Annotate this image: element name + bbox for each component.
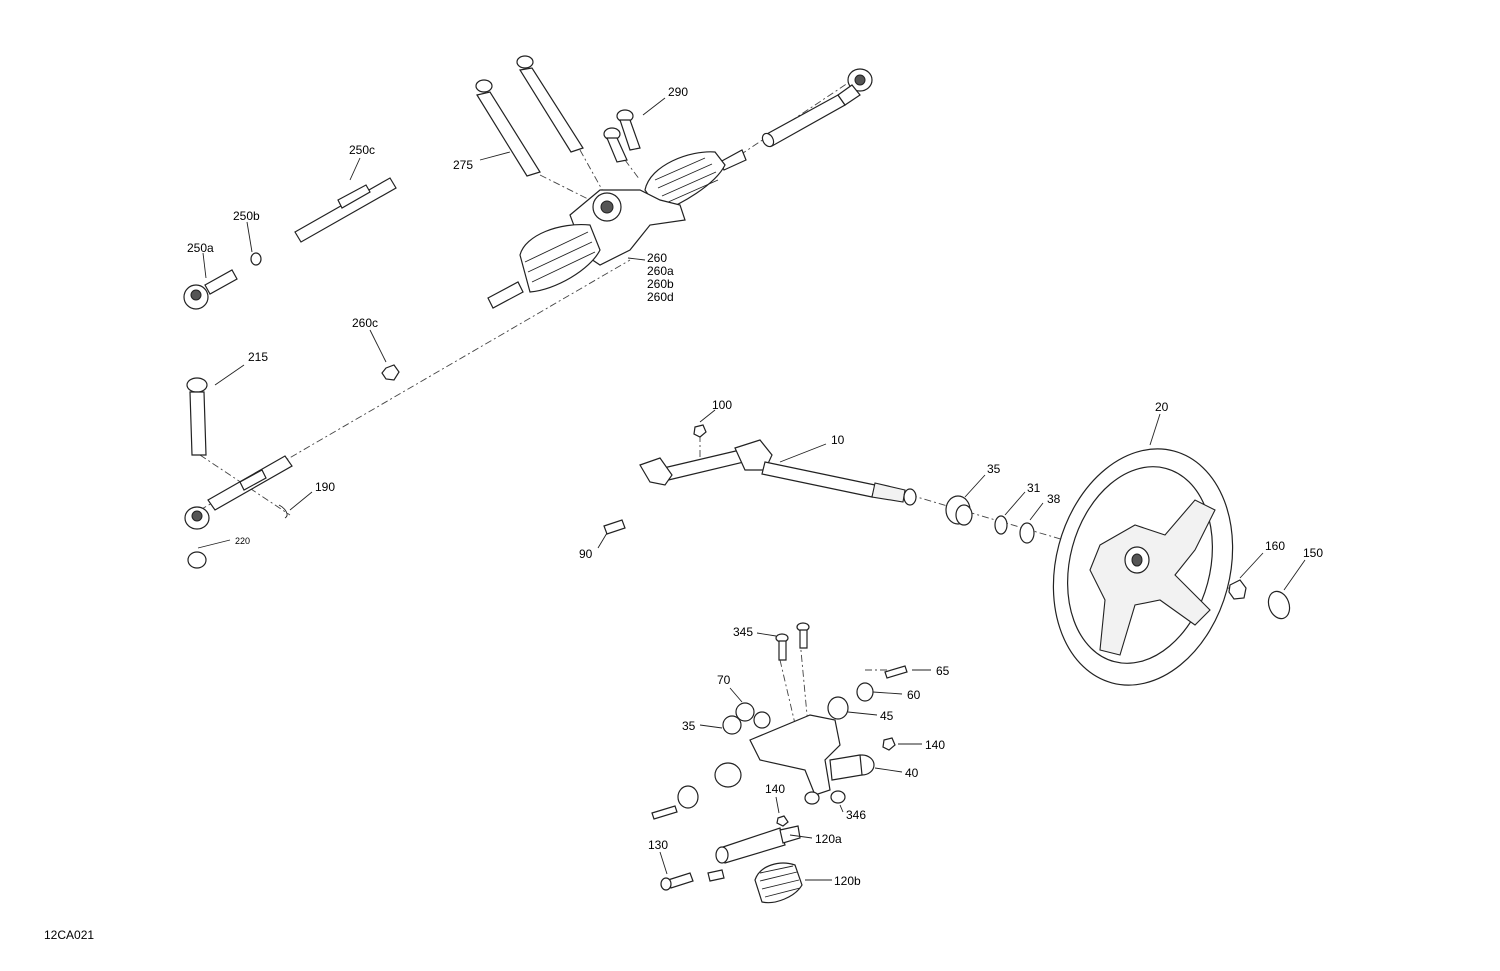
tie-rod-250 bbox=[183, 177, 397, 310]
steering-wheel-20 bbox=[1052, 448, 1291, 686]
callout-150: 150 bbox=[1303, 546, 1324, 560]
leader-lines bbox=[197, 97, 1306, 881]
column-bushings bbox=[945, 495, 1035, 544]
callout-160: 160 bbox=[1265, 539, 1286, 553]
callout-260-group: 260 260a 260b 260d bbox=[647, 252, 674, 304]
callout-20: 20 bbox=[1155, 400, 1169, 414]
callout-90: 90 bbox=[579, 547, 593, 561]
tie-rod-lower bbox=[184, 377, 293, 569]
callout-260c: 260c bbox=[352, 316, 379, 330]
callout-10: 10 bbox=[831, 433, 845, 447]
assembly-axes bbox=[199, 74, 1236, 801]
callout-45: 45 bbox=[880, 709, 894, 723]
callout-40: 40 bbox=[905, 766, 919, 780]
callout-250c: 250c bbox=[349, 143, 376, 157]
drawing-code: 12CA021 bbox=[44, 928, 95, 942]
callout-345: 345 bbox=[733, 625, 754, 639]
callout-120b: 120b bbox=[834, 874, 861, 888]
steering-rack bbox=[487, 68, 873, 309]
callout-260d: 260d bbox=[647, 290, 674, 304]
callout-70: 70 bbox=[717, 673, 731, 687]
callout-65: 65 bbox=[936, 664, 950, 678]
callout-220: 220 bbox=[235, 536, 251, 546]
callout-275: 275 bbox=[453, 158, 474, 172]
callout-140-lower: 140 bbox=[765, 782, 786, 796]
callout-140-right: 140 bbox=[925, 738, 946, 752]
callout-260: 260 bbox=[647, 251, 668, 265]
callout-130: 130 bbox=[648, 838, 669, 852]
jam-nut-260c bbox=[381, 364, 400, 381]
callout-215: 215 bbox=[248, 350, 269, 364]
callout-260b: 260b bbox=[647, 277, 674, 291]
callout-346: 346 bbox=[846, 808, 867, 822]
bolt-275 bbox=[475, 55, 584, 177]
rack-boot-left bbox=[519, 223, 601, 293]
callout-38: 38 bbox=[1047, 492, 1061, 506]
tilt-bracket bbox=[651, 622, 908, 904]
callout-250b: 250b bbox=[233, 209, 260, 223]
callout-100: 100 bbox=[712, 398, 733, 412]
bolt-290 bbox=[603, 109, 641, 163]
steering-shaft-10 bbox=[603, 424, 917, 535]
callout-290: 290 bbox=[668, 85, 689, 99]
callout-250a: 250a bbox=[187, 241, 214, 255]
callout-190: 190 bbox=[315, 480, 336, 494]
callout-35-upper: 35 bbox=[987, 462, 1001, 476]
callout-60: 60 bbox=[907, 688, 921, 702]
callout-35-lower: 35 bbox=[682, 719, 696, 733]
callout-260a: 260a bbox=[647, 264, 674, 278]
callout-31: 31 bbox=[1027, 481, 1041, 495]
callout-120a: 120a bbox=[815, 832, 842, 846]
